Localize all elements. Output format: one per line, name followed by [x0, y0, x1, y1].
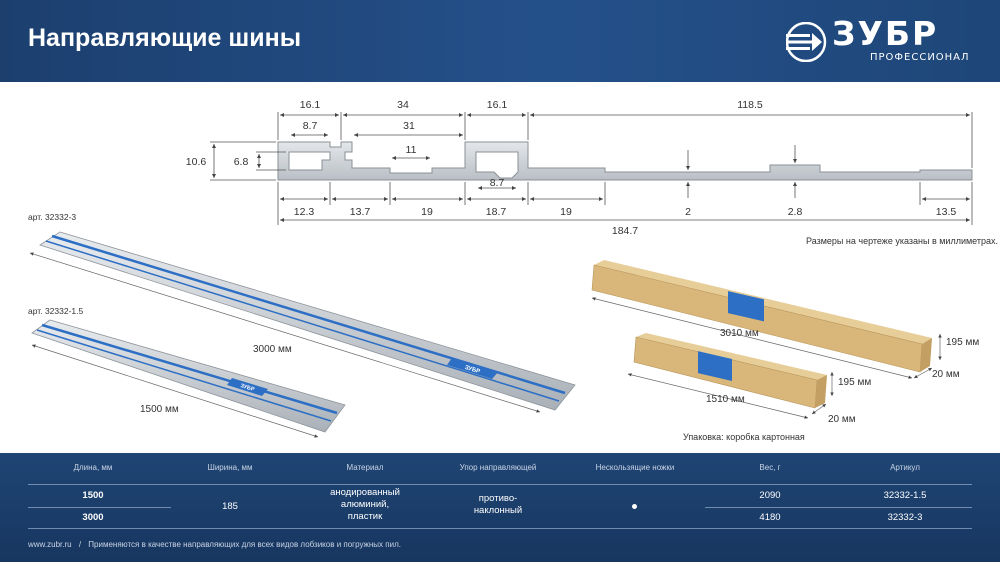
footer-site-link[interactable]: www.zubr.ru — [28, 540, 72, 549]
th-weight: Вес, г — [759, 463, 781, 472]
dim-top-2: 34 — [397, 99, 409, 111]
feet-yes-dot — [632, 504, 637, 509]
dim-bottom-3: 19 — [421, 206, 433, 218]
dim-total: 184.7 — [612, 225, 638, 237]
dim-bottom-1: 12.3 — [294, 206, 315, 218]
table-divider-left — [28, 507, 171, 508]
cell-stop-2: наклонный — [473, 505, 523, 516]
dim-top-3: 16.1 — [487, 99, 508, 111]
rail-3000-image: ЗУБР — [39, 231, 576, 411]
cell-length-3000: 3000 — [82, 512, 104, 523]
dim-bottom-4: 18.7 — [486, 206, 507, 218]
box-long-height: 195 мм — [946, 337, 980, 348]
article-short: арт. 32332-1.5 — [28, 306, 84, 316]
th-width: Ширина, мм — [207, 463, 253, 472]
table-divider-bottom — [28, 528, 972, 529]
cell-material-1: анодированный — [330, 487, 400, 498]
dim-bottom-8: 13.5 — [936, 206, 957, 218]
table-divider-top — [28, 484, 972, 485]
dim-top-1: 16.1 — [300, 99, 321, 111]
cell-material-3: пластик — [347, 511, 383, 522]
cell-width: 185 — [222, 501, 238, 512]
dim-top-4: 118.5 — [737, 99, 763, 111]
cell-weight-1500: 2090 — [759, 490, 781, 501]
footer-text: Применяются в качестве направляющих для … — [88, 540, 401, 549]
table-divider-right — [705, 507, 972, 508]
box-short-length: 1510 мм — [706, 394, 745, 405]
rail-length-short: 1500 мм — [140, 404, 179, 415]
dim-bottom-5: 19 — [560, 206, 572, 218]
dim-inner-1: 8.7 — [303, 120, 318, 132]
box-short-height: 195 мм — [838, 377, 872, 388]
dim-left-inner: 6.8 — [234, 156, 249, 168]
dim-inner-3: 11 — [406, 144, 417, 156]
profile-drawing: 16.1 34 16.1 118.5 8.7 31 11 10.6 6.8 8.… — [29, 99, 973, 438]
th-feet: Нескользящие ножки — [595, 463, 675, 472]
cell-material-2: алюминий, — [340, 499, 390, 510]
dim-left-height: 10.6 — [186, 156, 207, 168]
logo-subtitle: ПРОФЕССИОНАЛ — [870, 52, 970, 63]
rail-length-long: 3000 мм — [253, 344, 292, 355]
cell-article-1500: 32332-1.5 — [883, 490, 927, 501]
dim-bottom-7: 2.8 — [788, 206, 803, 218]
page-title: Направляющие шины — [28, 24, 302, 52]
box-long-length: 3010 мм — [720, 328, 759, 339]
footer-separator: / — [78, 540, 82, 549]
packaging-note: Упаковка: коробка картонная — [683, 432, 805, 442]
dim-inner-bottom: 8.7 — [490, 177, 505, 189]
units-note: Размеры на чертеже указаны в миллиметрах… — [806, 236, 998, 246]
box-short-width: 20 мм — [828, 414, 856, 425]
rail-profile-shape — [277, 141, 973, 181]
brand-logo: ЗУБР ПРОФЕССИОНАЛ — [786, 14, 986, 68]
cell-stop-1: противо- — [478, 493, 518, 504]
box-long-width: 20 мм — [932, 369, 960, 380]
th-material: Материал — [346, 463, 384, 472]
dim-inner-2: 31 — [403, 120, 415, 132]
th-article: Артикул — [890, 463, 920, 472]
zubr-logo-icon — [786, 22, 827, 62]
dim-bottom-2: 13.7 — [350, 206, 371, 218]
footer-note: www.zubr.ru / Применяются в качестве нап… — [28, 540, 401, 549]
header-bar: Направляющие шины ЗУБР ПРОФЕССИОНАЛ — [0, 0, 1000, 82]
logo-wordmark: ЗУБР — [832, 14, 939, 53]
th-stop: Упор направляющей — [459, 463, 537, 472]
cell-article-3000: 32332-3 — [887, 512, 923, 523]
th-length: Длина, мм — [73, 463, 113, 472]
cell-weight-3000: 4180 — [759, 512, 781, 523]
cell-length-1500: 1500 — [82, 490, 104, 501]
article-long: арт. 32332-3 — [28, 212, 77, 222]
dim-bottom-6: 2 — [685, 206, 691, 218]
